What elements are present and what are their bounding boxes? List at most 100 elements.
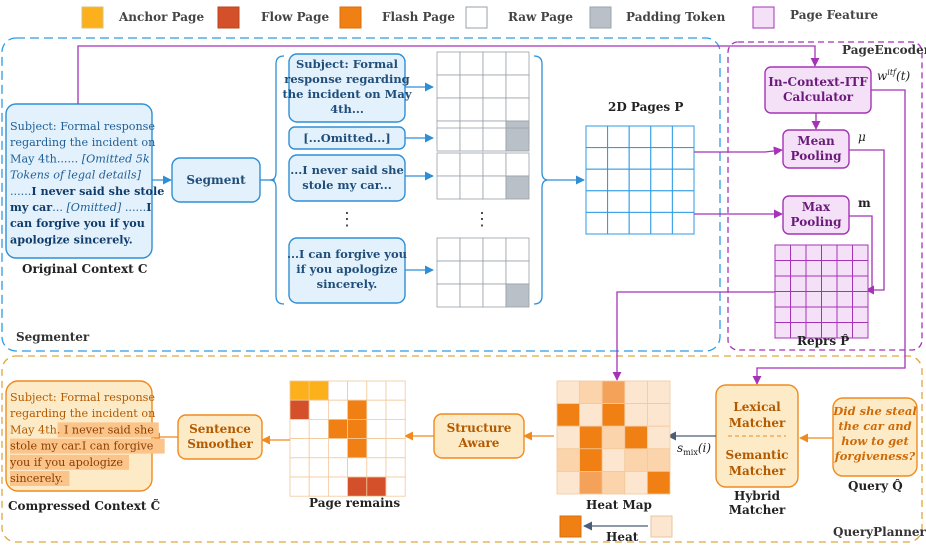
original-context-caption: Original Context C [22,262,147,276]
remains-label: Page remains [309,496,400,510]
page-cell [650,125,673,149]
segment-page-grids [436,51,530,308]
raw-cell [482,97,507,122]
raw-cell [436,97,461,122]
heat-cell [556,425,581,450]
heat-cell [647,403,671,427]
heat-cell [579,380,603,405]
raw-cell [459,175,484,200]
remains-none-cell [308,457,329,478]
heat-cell [601,403,626,427]
itf-calculator-line: Calculator [783,90,854,104]
repr-cell [852,306,869,323]
segment-1 [288,53,406,123]
segment-4-line: ...I can forgive you [287,247,407,261]
segment-1-line: Subject: Formal [296,57,399,71]
query-line: the car and [838,419,911,433]
legend: Anchor Page Flow Page Flash Page Raw Pag… [81,6,879,29]
legend-flow-swatch [217,6,240,29]
max-symbol: m [858,196,871,210]
remains-flash-cell [347,399,368,420]
raw-cell [436,237,461,262]
remains-none-cell [385,457,406,478]
page-cell [650,190,673,213]
kept-text-highlight [57,422,159,438]
page-cell [607,168,630,192]
heat-cell [624,470,648,495]
legend-raw-swatch [465,6,488,29]
original-context-line: my car... [Omitted] ......I [10,200,151,214]
raw-cell [459,97,484,122]
page-cell [628,190,652,213]
planner-title: QueryPlanner [833,525,926,539]
heat-cell [601,470,626,495]
segment-3 [288,154,406,202]
original-context-line: apologize sincerely. [10,232,133,246]
page-cell [650,211,673,235]
raw-cell [482,237,507,262]
raw-cell [482,51,507,76]
page-cell [650,168,673,192]
raw-cell [436,283,461,308]
max-pooling [782,195,850,235]
repr-cell [790,275,807,292]
repr-cell [852,275,869,292]
repr-cell [836,244,853,261]
repr-cell [774,260,791,277]
encoder-panel [727,41,923,351]
segment-1-line: 4th... [330,102,364,116]
raw-cell [459,127,484,152]
max-pooling-line: Max [802,200,831,214]
segment-ellipsis: ⋮ [338,209,356,230]
legend-feature-label: Page Feature [790,8,879,22]
reprs-label: Reprs P̂ [797,333,849,348]
remains-none-cell [289,457,310,478]
page-cell [671,190,695,213]
segment-1-line: the incident on May [282,87,411,101]
segment-button-label: Segment [186,173,246,187]
legend-flash-swatch [339,6,362,29]
heat-map [556,380,671,495]
original-context-line: regarding the incident on [10,136,155,149]
remains-none-cell [366,457,387,478]
repr-cell [790,260,807,277]
repr-cell [821,275,838,292]
repr-cell [852,244,869,261]
repr-cell [805,275,822,292]
raw-cell [505,237,530,262]
remains-flow-cell [289,399,310,420]
heat-cell [579,425,603,450]
remains-none-cell [347,457,368,478]
page-cell [671,125,695,149]
repr-cell [774,244,791,261]
planner-panel [1,355,923,543]
repr-cell [774,322,791,339]
right-brace [533,55,549,305]
remains-none-cell [327,399,348,420]
raw-cell [436,51,461,76]
remains-none-cell [327,438,348,459]
repr-cell [790,306,807,323]
heat-cell [647,470,671,495]
grid-ellipsis: ⋮ [473,209,491,230]
remains-none-cell [289,438,310,459]
remains-none-cell [347,380,368,401]
repr-cell [774,306,791,323]
remains-none-cell [385,399,406,420]
compressed-context-line: regarding the incident on [10,407,155,420]
page-cell [628,211,652,235]
repr-cell [805,291,822,308]
legend-raw-label: Raw Page [508,10,573,24]
page-cell [607,125,630,149]
raw-cell [436,74,461,99]
kept-text-highlight [10,454,129,470]
semantic-matcher-line: Matcher [729,464,786,478]
heat-cell [624,403,648,427]
remains-none-cell [385,476,406,497]
original-context-line: ......I never said she stole [10,184,164,198]
page-cell [628,125,652,149]
heat-cell [556,403,581,427]
page-cell [585,190,609,213]
